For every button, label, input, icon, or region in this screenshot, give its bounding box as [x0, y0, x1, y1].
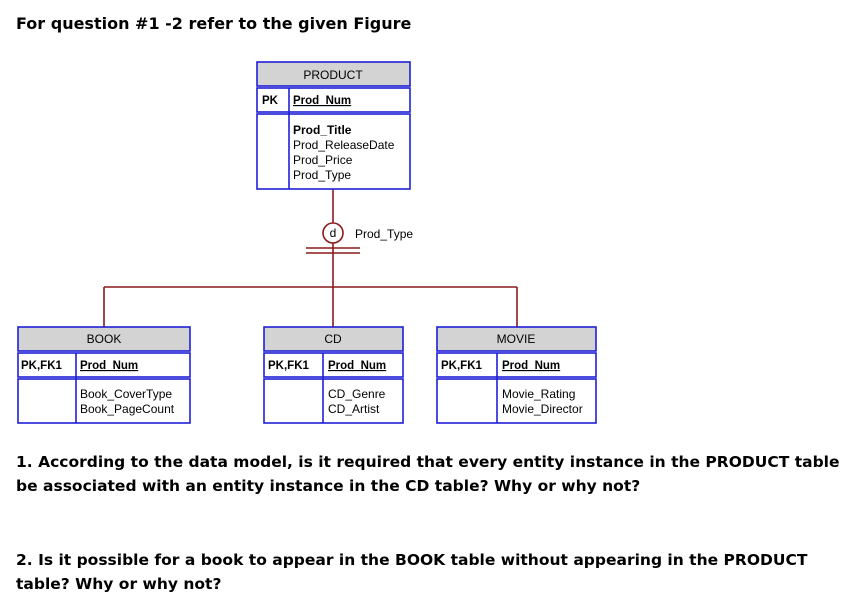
entity-cd-attr-1: CD_Genre	[328, 387, 386, 401]
relationship-lines	[103, 189, 518, 327]
entity-book-pk: Prod_Num	[80, 360, 138, 372]
entity-movie-pk: Prod_Num	[502, 360, 560, 372]
entity-cd-title: CD	[324, 332, 342, 346]
entity-book-header	[17, 326, 191, 352]
entity-product-key-label: PK	[262, 95, 279, 107]
entity-movie-attr-1: Movie_Rating	[502, 387, 575, 401]
entity-product-attr-box	[256, 113, 411, 190]
entity-book-title: BOOK	[87, 332, 122, 346]
entity-cd: CD PK,FK1 Prod_Num CD_Genre CD_Artist	[263, 326, 404, 424]
entity-book-attr-2: Book_PageCount	[80, 402, 175, 416]
entity-movie-attr-box	[436, 378, 597, 424]
discriminator-label: Prod_Type	[355, 227, 413, 241]
entity-cd-pk: Prod_Num	[328, 360, 386, 372]
entity-product-title: PRODUCT	[303, 68, 363, 82]
entity-movie: MOVIE PK,FK1 Prod_Num Movie_Rating Movie…	[436, 326, 597, 424]
entity-movie-key-row	[436, 352, 597, 378]
entity-movie-attr-2: Movie_Director	[502, 402, 583, 416]
entity-book-key-row	[17, 352, 191, 378]
entity-book-key-label: PK,FK1	[21, 360, 63, 372]
discriminator-circle	[322, 222, 344, 244]
entity-product-pk: Prod_Num	[293, 95, 351, 107]
question-1: 1. According to the data model, is it re…	[16, 453, 840, 495]
entity-movie-header	[436, 326, 597, 352]
entity-cd-attr-box	[263, 378, 404, 424]
er-diagram: PRODUCT PK Prod_Num Prod_Title Prod_Rele…	[17, 61, 597, 424]
entity-book: BOOK PK,FK1 Prod_Num Book_CoverType Book…	[17, 326, 191, 424]
discriminator: d Prod_Type	[322, 222, 413, 244]
entity-cd-key-row	[263, 352, 404, 378]
entity-product: PRODUCT PK Prod_Num Prod_Title Prod_Rele…	[256, 61, 411, 190]
entity-product-attr-2: Prod_ReleaseDate	[293, 138, 395, 152]
entity-movie-key-label: PK,FK1	[441, 360, 483, 372]
entity-product-header	[256, 61, 411, 87]
entity-product-attr-3: Prod_Price	[293, 153, 353, 167]
entity-book-attr-box	[17, 378, 191, 424]
entity-product-attr-1: Prod_Title	[293, 123, 352, 137]
entity-book-attr-1: Book_CoverType	[80, 387, 172, 401]
question-2: 2. Is it possible for a book to appear i…	[16, 551, 808, 593]
entity-product-attr-4: Prod_Type	[293, 168, 351, 182]
discriminator-symbol: d	[330, 226, 337, 240]
entity-cd-attr-2: CD_Artist	[328, 402, 380, 416]
entity-cd-header	[263, 326, 404, 352]
entity-cd-key-label: PK,FK1	[268, 360, 310, 372]
page-heading: For question #1 -2 refer to the given Fi…	[16, 14, 412, 33]
entity-movie-title: MOVIE	[497, 332, 536, 346]
entity-product-key-row	[256, 87, 411, 113]
